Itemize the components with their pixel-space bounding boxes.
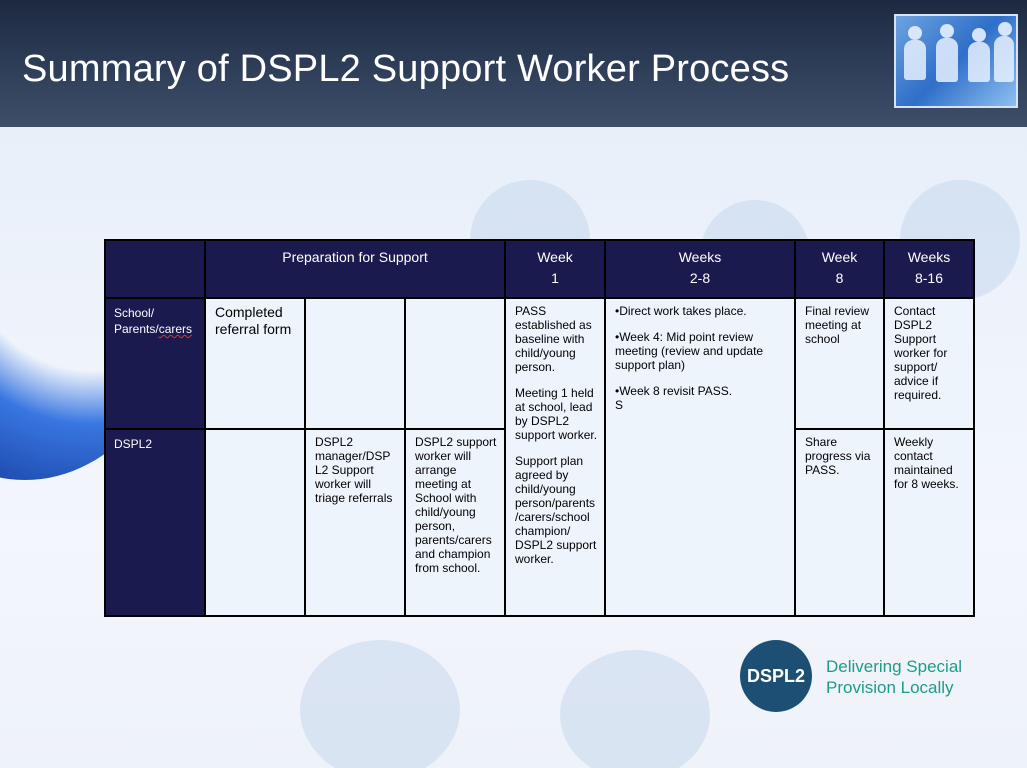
background-figure — [560, 650, 710, 768]
cell-triage: DSPL2 manager/DSP L2 Support worker will… — [304, 428, 406, 617]
person-icon — [936, 38, 958, 82]
person-icon — [904, 40, 926, 80]
dspl2-tagline: Delivering Special Provision Locally — [826, 656, 962, 698]
week-1-meeting-text: Meeting 1 held at school, lead by DSPL2 … — [515, 386, 598, 442]
header-week-1: Week 1 — [504, 239, 606, 299]
people-chain-image — [894, 14, 1018, 108]
person-icon — [998, 22, 1012, 36]
cell-week-8-school: Final review meeting at school — [794, 297, 885, 430]
process-table: Preparation for Support Week 1 Weeks 2-8… — [104, 239, 975, 617]
header-empty-cell — [104, 239, 206, 299]
person-icon — [968, 42, 990, 82]
table-row-dspl2: DSPL2 DSPL2 manager/DSP L2 Support worke… — [104, 428, 975, 617]
weeks-2-8-stray-text: S — [615, 398, 624, 412]
person-icon — [994, 36, 1014, 82]
cell-empty — [404, 297, 506, 430]
person-icon — [972, 28, 986, 42]
header-week-1-label: Week — [537, 249, 573, 265]
cell-arrange-meeting: DSPL2 support worker will arrange meetin… — [404, 428, 506, 617]
weeks-2-8-direct-work: •Direct work takes place. — [615, 304, 747, 318]
cell-completed-referral: Completed referral form — [204, 297, 306, 430]
week-1-pass-text: PASS established as baseline with child/… — [515, 304, 592, 374]
cell-week-1: PASS established as baseline with child/… — [504, 297, 606, 617]
person-icon — [940, 24, 954, 38]
header-weeks-8-16: Weeks 8-16 — [883, 239, 975, 299]
header-week-8-number: 8 — [835, 270, 844, 286]
header-week-8-label: Week — [821, 249, 858, 265]
slide-header: Summary of DSPL2 Support Worker Process — [0, 0, 1027, 127]
dspl2-logo: DSPL2 — [740, 640, 812, 712]
header-weeks-8-16-label: Weeks — [907, 249, 951, 265]
header-week-8: Week 8 — [794, 239, 885, 299]
row-label-school: School/ — [114, 306, 155, 320]
header-weeks-2-8: Weeks 2-8 — [604, 239, 796, 299]
row-label-school-parents-carers: School/ Parents/carers — [104, 297, 206, 430]
header-weeks-2-8-label: Weeks — [678, 249, 722, 265]
tagline-line-2: Provision Locally — [826, 678, 954, 697]
cell-empty — [304, 297, 406, 430]
row-label-carers: carers — [158, 322, 193, 336]
weeks-2-8-revisit-pass: •Week 8 revisit PASS. — [615, 384, 733, 398]
row-label-dspl2: DSPL2 — [104, 428, 206, 617]
cell-empty — [204, 428, 306, 617]
cell-weeks-2-8: •Direct work takes place. •Week 4: Mid p… — [604, 297, 796, 617]
slide-title: Summary of DSPL2 Support Worker Process — [22, 48, 790, 90]
cell-weeks-8-16-dspl2: Weekly contact maintained for 8 weeks. — [883, 428, 975, 617]
background-figure — [300, 640, 460, 768]
header-preparation: Preparation for Support — [204, 239, 506, 299]
tagline-line-1: Delivering Special — [826, 657, 963, 676]
table-header-row: Preparation for Support Week 1 Weeks 2-8… — [104, 239, 975, 299]
person-icon — [908, 26, 922, 40]
header-week-1-number: 1 — [551, 270, 559, 286]
week-1-support-plan-text: Support plan agreed by child/young perso… — [515, 454, 597, 566]
header-weeks-2-8-range: 2-8 — [689, 270, 711, 286]
header-weeks-8-16-range: 8-16 — [914, 270, 944, 286]
cell-weeks-8-16-school: Contact DSPL2 Support worker for support… — [883, 297, 975, 430]
cell-week-8-dspl2: Share progress via PASS. — [794, 428, 885, 617]
row-label-parents: Parents/ — [114, 322, 159, 336]
weeks-2-8-mid-point-review: •Week 4: Mid point review meeting (revie… — [615, 330, 764, 372]
table-row-school: School/ Parents/carers Completed referra… — [104, 297, 975, 617]
